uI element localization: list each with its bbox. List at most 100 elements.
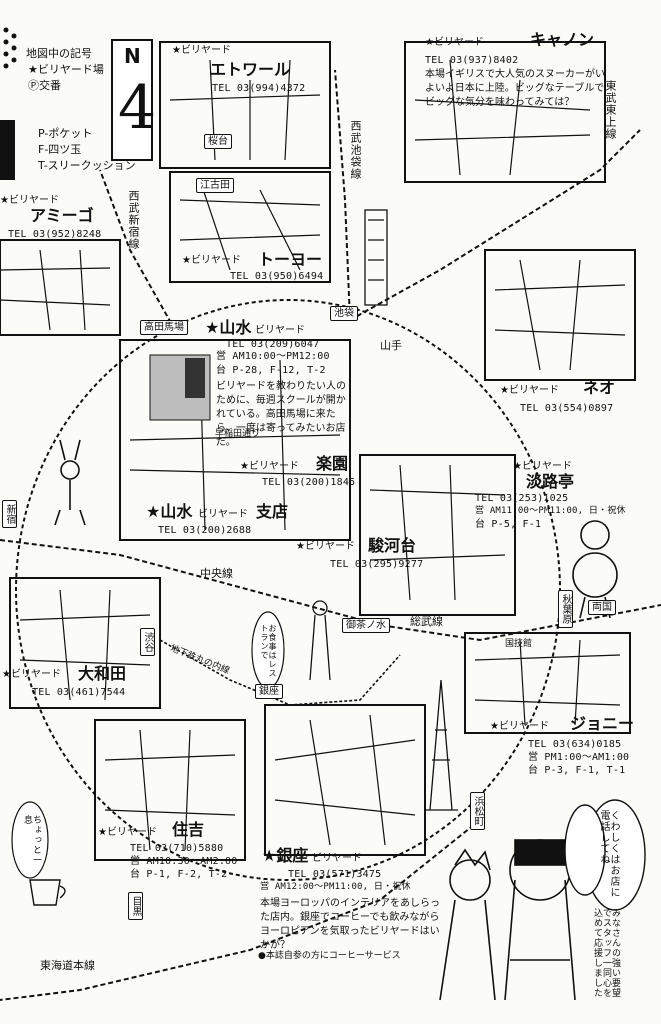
page-number: 4 — [118, 73, 157, 143]
compass-n: N — [124, 44, 141, 68]
canon-category: ★ビリヤード — [425, 37, 484, 48]
girl-character — [504, 839, 576, 1001]
station-ikebukuro[interactable]: 池袋 — [330, 306, 358, 321]
panel-johnny — [464, 632, 631, 734]
sumiyoshi-name[interactable]: 住吉 — [172, 820, 205, 839]
neo-name[interactable]: ネオ — [583, 378, 616, 397]
panel-sumiyoshi — [94, 719, 246, 861]
rakuen-name[interactable]: 楽園 — [316, 454, 349, 473]
legend-billiard: ★ビリヤード場 — [28, 63, 104, 76]
toyo-category: ★ビリヤード — [182, 255, 241, 266]
amigo-category: ★ビリヤード — [0, 195, 59, 206]
etoile-tel: TEL 03(994)4372 — [212, 83, 306, 94]
yamato-category: ★ビリヤード — [2, 669, 61, 680]
johnny-name[interactable]: ジョニー — [570, 714, 635, 733]
surugadai-name[interactable]: 駿河台 — [368, 536, 417, 555]
toyo-name[interactable]: トーヨー — [258, 250, 323, 269]
rakuen-category: ★ビリヤード — [240, 461, 299, 472]
tokyo-tower-sketch — [425, 679, 458, 811]
panel-yamato — [9, 577, 161, 709]
building-sketch — [364, 209, 388, 306]
panel-ginza — [264, 704, 426, 856]
bubble-req-text: みなさんの強い要望でスタッフ一同心を込めて応援しました — [592, 908, 620, 998]
tobu-tojo-line — [349, 129, 641, 321]
seibu-shinjuku-line — [99, 169, 176, 331]
rakuen-tel: TEL 03(200)1845 — [262, 477, 356, 488]
sumiyoshi-category: ★ビリヤード — [98, 827, 157, 838]
bubble-right-text: くわしくはお店に電話してね — [598, 810, 619, 898]
sansui-branch-name[interactable]: ★山水 — [146, 502, 193, 521]
sansui-name[interactable]: ★山水 — [205, 318, 252, 337]
sumo-character — [572, 520, 618, 619]
sansui-branch-tel: TEL 03(200)2688 — [158, 525, 252, 536]
yamato-name[interactable]: 大和田 — [78, 664, 127, 683]
line-chuo: 中央線 — [200, 567, 233, 580]
speech-bubble-phone — [564, 804, 606, 896]
sansui-desc: ビリヤードを教わりたい人のために、毎週スクールが開かれている。高田馬場に来たら、… — [216, 381, 346, 448]
etoile-name[interactable]: エトワール — [210, 60, 291, 79]
panel-canon — [404, 41, 606, 183]
canon-tel: TEL 03(937)8402 — [425, 55, 519, 66]
station-sakuradai[interactable]: 桜台 — [204, 134, 232, 149]
etoile-category: ★ビリヤード — [172, 45, 231, 56]
station-ginza[interactable]: 銀座 — [255, 684, 283, 699]
station-shinjuku[interactable]: 新宿 — [2, 500, 17, 528]
station-takadanobaba[interactable]: 高田馬場 — [140, 320, 188, 335]
seibu-ikebukuro-line — [334, 69, 351, 321]
dot-pattern — [3, 27, 17, 69]
sumiyoshi-tables: 台 P-1, F-2, T-2 — [130, 869, 228, 880]
chuo-line — [0, 539, 661, 642]
station-hamamatsucho[interactable]: 浜松町 — [470, 792, 485, 830]
sansui-branch-category: ビリヤード — [198, 509, 248, 520]
legend-title: 地図中の記号 — [26, 47, 92, 60]
ginza-tel: TEL 03(571)3475 — [288, 869, 382, 880]
amigo-name[interactable]: アミーゴ — [30, 206, 94, 225]
sansui-category: ビリヤード — [255, 325, 305, 336]
yamato-tel: TEL 03(461)7544 — [32, 687, 126, 698]
station-ochanomizu[interactable]: 御茶ノ水 — [342, 618, 390, 633]
ginza-hours: 営 AM12:00〜PM11:00, 日・祝休 — [260, 882, 411, 892]
panel-toyo — [169, 171, 331, 283]
surugadai-category: ★ビリヤード — [296, 541, 355, 552]
toyo-tel: TEL 03(950)6494 — [230, 271, 324, 282]
label-waseda: 早稲田通り — [215, 429, 261, 439]
panel-surugadai — [359, 454, 516, 616]
station-akihabara[interactable]: 秋葉原 — [558, 590, 573, 628]
awaji-tel: TEL 03(253)1025 — [475, 493, 569, 504]
station-shibuya[interactable]: 渋谷 — [140, 628, 155, 656]
woman-sketch — [309, 600, 331, 681]
legend-game-f: F-四ツ玉 — [38, 143, 82, 156]
station-ekoda[interactable]: 江古田 — [196, 178, 234, 193]
bubble-chotto-text: ちょっと一息 — [22, 815, 41, 865]
ginza-desc: 本場ヨーロッパのインテリアをあしらった店内。銀座でコーヒーでも飲みながらヨーロピ… — [260, 898, 440, 951]
bubble-resto-text: お食事はレストランで — [260, 624, 277, 678]
neo-category: ★ビリヤード — [500, 385, 559, 396]
canon-name[interactable]: キャノン — [530, 30, 595, 49]
sumiyoshi-tel: TEL 03(710)5880 — [130, 843, 224, 854]
canon-desc: 本場イギリスで大人気のスヌーカーがいよいよ日本に上陸。ビッグなテーブルでビッグな… — [425, 69, 605, 108]
panel-amigo — [0, 239, 121, 336]
johnny-hours: 営 PM1:00〜AM1:00 — [528, 752, 630, 763]
surugadai-tel: TEL 03(295)9277 — [330, 559, 424, 570]
awaji-name[interactable]: 淡路亭 — [526, 472, 575, 491]
legend-block — [0, 120, 15, 180]
compass-box — [111, 39, 153, 161]
sansui-branch-suffix: 支店 — [256, 502, 289, 521]
line-seibuikebukuro: 西武池袋線 — [349, 120, 362, 180]
awaji-tables: 台 P-5, F-1 — [475, 519, 542, 530]
tokaido-line — [0, 819, 481, 1001]
line-tobutojo: 東武東上線 — [604, 80, 617, 140]
sansui-hours: 営 AM10:00〜PM12:00 — [216, 351, 330, 362]
neo-tel: TEL 03(554)0897 — [520, 403, 614, 414]
ginza-note: ●本誌自参の方にコーヒーサービス — [258, 951, 401, 961]
johnny-category: ★ビリヤード — [490, 721, 549, 732]
panel-sansui — [119, 339, 351, 541]
station-ryogoku[interactable]: 両国 — [588, 600, 616, 615]
johnny-tel: TEL 03(634)0185 — [528, 739, 622, 750]
bunny-character — [54, 439, 86, 526]
ginza-name[interactable]: ★銀座 — [262, 846, 309, 865]
awaji-hours: 営 AM11:00〜PM11:00, 日・祝休 — [475, 506, 626, 516]
sansui-tables: 台 P-28, F-12, T-2 — [216, 365, 326, 376]
line-sobu: 総武線 — [410, 615, 443, 628]
station-meguro[interactable]: 目黒 — [128, 892, 143, 920]
